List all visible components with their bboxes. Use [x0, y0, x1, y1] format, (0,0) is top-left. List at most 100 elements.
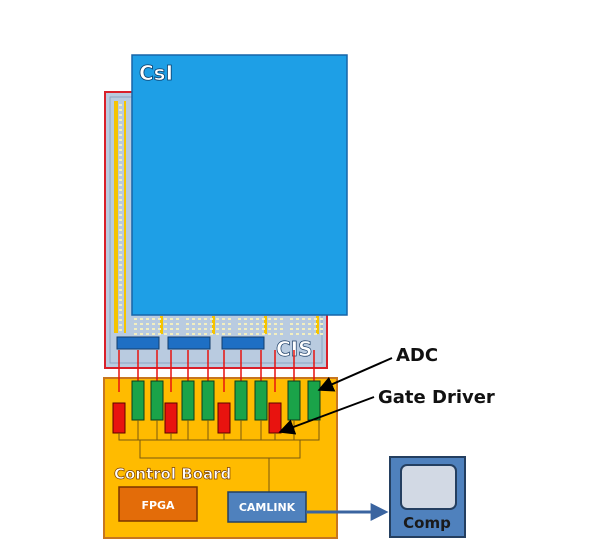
pixel-cell — [119, 239, 122, 241]
pixel-cell — [280, 333, 283, 335]
pixel-cell — [146, 333, 149, 335]
pixel-cell — [204, 333, 207, 335]
pixel-cell — [119, 184, 122, 186]
pixel-cell — [119, 159, 122, 161]
camlink-label: CAMLINK — [239, 501, 296, 514]
pixel-cell — [134, 323, 137, 325]
fpga-label: FPGA — [141, 499, 175, 512]
pixel-cell — [119, 129, 122, 131]
pixel-cell — [216, 328, 219, 330]
pixel-cell — [119, 259, 122, 261]
pixel-cell — [170, 328, 173, 330]
pixel-cell — [222, 333, 225, 335]
adc-chip — [254, 380, 268, 421]
pixel-cell — [296, 323, 299, 325]
pixel-cell — [146, 323, 149, 325]
pixel-cell — [119, 119, 122, 121]
gate-driver-chip — [268, 402, 282, 434]
pixel-cell — [152, 318, 155, 320]
pixel-cell — [238, 323, 241, 325]
pixel-cell — [158, 328, 161, 330]
pixel-cell — [119, 134, 122, 136]
pixel-cell — [119, 249, 122, 251]
pixel-cell — [302, 333, 305, 335]
pixel-column-line — [316, 316, 319, 334]
pixel-cell — [119, 314, 122, 316]
pixel-cell — [152, 328, 155, 330]
pixel-cell — [280, 323, 283, 325]
pixel-cell — [134, 328, 137, 330]
pixel-cell — [268, 323, 271, 325]
pixel-cell — [119, 164, 122, 166]
pixel-cell — [119, 139, 122, 141]
pixel-cell — [198, 333, 201, 335]
cis-pixel-array — [114, 101, 323, 335]
pixel-cell — [140, 333, 143, 335]
pixel-cell — [198, 323, 201, 325]
pixel-cell — [119, 244, 122, 246]
pixel-cell — [140, 323, 143, 325]
computer: Comp — [389, 456, 466, 538]
pixel-cell — [192, 318, 195, 320]
pixel-cell — [119, 214, 122, 216]
pixel-cell — [158, 333, 161, 335]
pixel-cell — [119, 224, 122, 226]
pixel-cell — [222, 318, 225, 320]
camlink-module: CAMLINK — [227, 491, 307, 523]
adc-callout-arrow — [317, 357, 393, 392]
pixel-cell — [308, 333, 311, 335]
pixel-cell — [216, 323, 219, 325]
pixel-column-line — [212, 316, 215, 334]
pixel-cell — [119, 254, 122, 256]
pixel-cell — [238, 318, 241, 320]
pixel-cell — [152, 323, 155, 325]
pixel-cell — [308, 318, 311, 320]
pixel-cell — [228, 323, 231, 325]
pixel-cell — [250, 328, 253, 330]
pixel-cell — [314, 323, 317, 325]
pixel-cell — [176, 323, 179, 325]
gate-driver-chip — [112, 402, 126, 434]
pixel-cell — [320, 328, 323, 330]
pixel-cell — [290, 328, 293, 330]
pixel-cell — [119, 109, 122, 111]
pixel-cell — [268, 333, 271, 335]
pixel-cell — [119, 114, 122, 116]
pixel-cell — [256, 323, 259, 325]
pixel-cell — [280, 318, 283, 320]
pixel-column-line — [264, 316, 267, 334]
pixel-cell — [250, 333, 253, 335]
pixel-cell — [216, 318, 219, 320]
pixel-cell — [222, 328, 225, 330]
pixel-cell — [320, 333, 323, 335]
pixel-cell — [140, 328, 143, 330]
pixel-cell — [244, 328, 247, 330]
pixel-cell — [119, 309, 122, 311]
pixel-cell — [302, 318, 305, 320]
pixel-cell — [274, 318, 277, 320]
pixel-cell — [314, 318, 317, 320]
pixel-cell — [314, 328, 317, 330]
pixel-cell — [170, 318, 173, 320]
pixel-cell — [198, 318, 201, 320]
pixel-cell — [262, 328, 265, 330]
pixel-cell — [119, 284, 122, 286]
pixel-cell — [119, 104, 122, 106]
pixel-cell — [256, 318, 259, 320]
pixel-cell — [296, 328, 299, 330]
adc-chip — [287, 380, 301, 421]
adc-label: ADC — [396, 345, 438, 366]
pixel-cell — [186, 328, 189, 330]
pixel-cell — [228, 333, 231, 335]
pixel-cell — [119, 189, 122, 191]
pixel-cell — [274, 323, 277, 325]
pixel-cell — [228, 328, 231, 330]
pixel-cell — [164, 333, 167, 335]
pixel-cell — [204, 328, 207, 330]
comp-label: Comp — [403, 514, 451, 532]
pixel-cell — [119, 199, 122, 201]
pixel-cell — [119, 319, 122, 321]
pixel-cell — [119, 169, 122, 171]
pixel-cell — [119, 154, 122, 156]
